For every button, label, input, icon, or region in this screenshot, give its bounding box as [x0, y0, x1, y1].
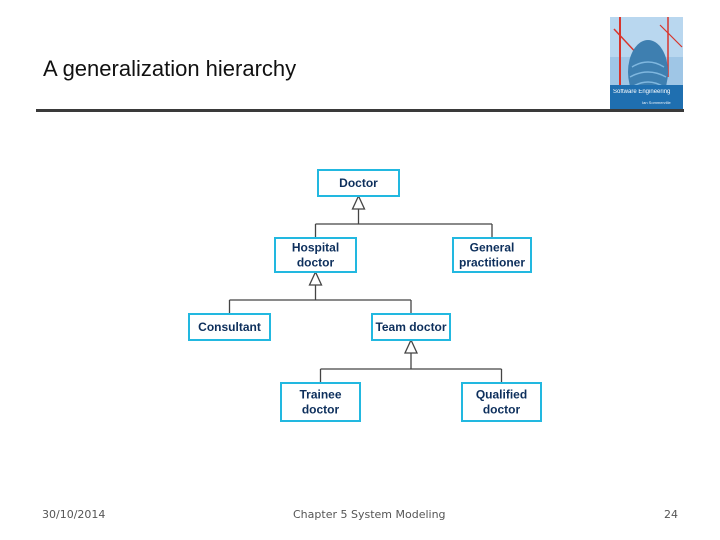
footer-date: 30/10/2014: [42, 508, 106, 521]
node-label-trainee-doctor: Trainee: [299, 388, 341, 402]
slide-title: A generalization hierarchy: [43, 56, 297, 81]
node-doctor: Doctor: [317, 169, 400, 197]
footer-page-number: 24: [664, 508, 678, 521]
node-label-consultant: Consultant: [198, 320, 261, 334]
node-box-hospital-doctor: [274, 237, 357, 273]
title-divider: [36, 109, 684, 112]
node-label-qualified-doctor: Qualified: [476, 388, 527, 402]
node-label-team-doctor: Team doctor: [375, 320, 446, 334]
generalization-hospital-doctor: [228, 270, 412, 314]
generalization-arrowhead: [403, 338, 419, 354]
node-box-trainee-doctor: [280, 382, 361, 422]
generalization-edges: [228, 194, 503, 383]
generalization-arrowhead: [351, 194, 366, 210]
node-label-qualified-doctor: doctor: [483, 403, 521, 417]
generalization-team-doctor: [319, 338, 503, 383]
book-title: Software Engineering: [613, 89, 671, 95]
node-box-general-practitioner: [452, 237, 532, 273]
book-cover-image: Software Engineering Ian Sommerville: [610, 17, 683, 109]
node-label-hospital-doctor: Hospital: [292, 241, 339, 255]
book-author: Ian Sommerville: [642, 100, 671, 105]
node-label-general-practitioner: practitioner: [459, 256, 525, 270]
node-label-general-practitioner: General: [470, 241, 515, 255]
node-box-qualified-doctor: [461, 382, 542, 422]
node-label-trainee-doctor: doctor: [302, 403, 340, 417]
book-cover-art: [610, 17, 683, 109]
footer-chapter: Chapter 5 System Modeling: [293, 508, 446, 521]
node-label-hospital-doctor: doctor: [297, 256, 335, 270]
node-box-team-doctor: [371, 313, 451, 341]
diagram-nodes: DoctorHospitaldoctorGeneralpractitionerC…: [188, 169, 542, 422]
node-consultant: Consultant: [188, 313, 271, 341]
node-box-consultant: [188, 313, 271, 341]
generalization-arrowhead: [308, 270, 323, 286]
node-label-doctor: Doctor: [339, 176, 378, 190]
node-team-doctor: Team doctor: [371, 313, 451, 341]
node-box-doctor: [317, 169, 400, 197]
generalization-doctor: [314, 194, 493, 238]
